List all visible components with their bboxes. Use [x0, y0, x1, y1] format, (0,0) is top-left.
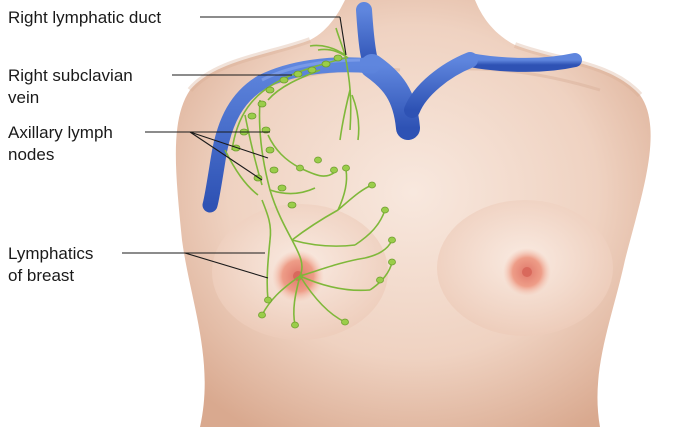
label-lymphatics-of-breast-line2: of breast: [8, 266, 74, 285]
label-right-subclavian-vein-line1: Right subclavian: [8, 66, 133, 85]
label-axillary-lymph-nodes-line1: Axillary lymph: [8, 123, 113, 142]
label-lymphatics-of-breast-line1: Lymphatics: [8, 244, 93, 263]
label-axillary-lymph-nodes-line2: nodes: [8, 145, 54, 164]
label-right-subclavian-vein-line2: vein: [8, 88, 39, 107]
label-right-lymphatic-duct: Right lymphatic duct: [8, 8, 161, 27]
